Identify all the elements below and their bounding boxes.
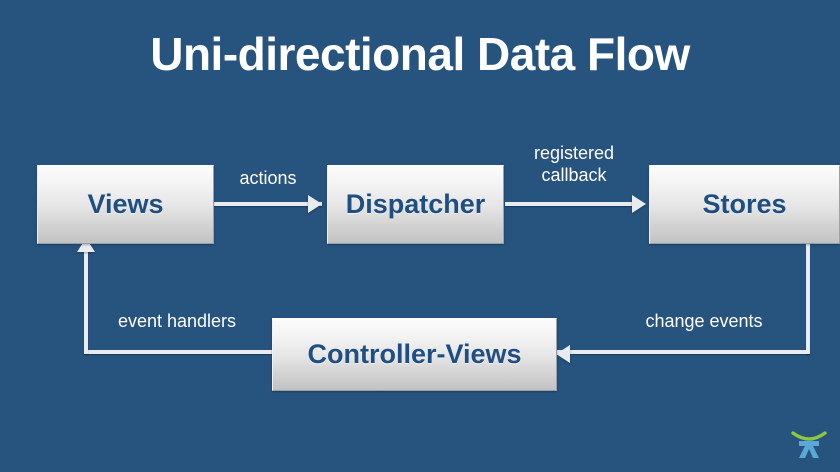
node-dispatcher-label: Dispatcher [345, 189, 486, 219]
edge-callback-arrowhead-icon [632, 195, 646, 213]
edge-actions-line [214, 202, 322, 206]
edge-event-handlers-vertical-line [84, 250, 88, 354]
node-views-label: Views [87, 189, 164, 219]
edge-label-event-handlers: event handlers [117, 311, 237, 331]
x-logo [789, 428, 829, 466]
edge-change-events-arrowhead-icon [556, 345, 570, 363]
edge-event-handlers-horizontal-line [84, 350, 274, 354]
edge-change-events-vertical-line [806, 244, 810, 354]
node-views[interactable]: Views [37, 165, 214, 244]
edge-callback-line [505, 202, 643, 206]
edge-label-actions: actions [239, 168, 297, 188]
edge-change-events-horizontal-line [557, 350, 810, 354]
node-controller-views[interactable]: Controller-Views [272, 318, 557, 391]
edge-label-registered-callback: registered callback [533, 143, 615, 185]
edge-actions-arrowhead-icon [308, 195, 322, 213]
node-dispatcher[interactable]: Dispatcher [327, 165, 504, 244]
page-title: Uni-directional Data Flow [150, 28, 690, 80]
node-controller-views-label: Controller-Views [307, 339, 522, 369]
node-stores-label: Stores [702, 189, 787, 219]
node-stores[interactable]: Stores [649, 165, 840, 244]
edge-label-change-events: change events [645, 311, 763, 331]
